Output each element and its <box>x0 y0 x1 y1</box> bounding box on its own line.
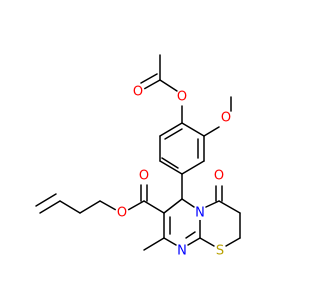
bond-ar4-ar5 <box>181 122 205 137</box>
atom-s-thioether: S <box>213 244 227 259</box>
atom-n-imine: N <box>175 244 189 259</box>
bond-c2-s1 <box>225 237 241 247</box>
atom-o-ester: O <box>115 206 129 221</box>
atom-o-carbonyl-ester: O <box>137 169 151 184</box>
bond-allyl-chain <box>59 200 81 214</box>
bond-allyl-ch2 <box>79 200 101 214</box>
atom-n-bridgehead: N <box>193 206 207 221</box>
atom-o-acetoxy-label: O <box>177 90 187 105</box>
bond-n5-c4 <box>205 200 220 208</box>
atom-o-ring-carbonyl-label: O <box>214 169 224 184</box>
bond-c6-n5 <box>181 198 195 208</box>
bond-c9a-n9 <box>187 237 201 246</box>
bond-ar1-ar2-double <box>161 157 179 169</box>
bond-c4-c3 <box>218 200 241 214</box>
atom-n-bridgehead-label: N <box>195 206 205 221</box>
atom-o-carbonyl-ester-label: O <box>139 169 149 184</box>
bond-c9a-n9-double <box>185 231 196 239</box>
bond-ester-c-ring-c7 <box>143 200 165 214</box>
bond-acetyl-c-double-o <box>143 79 161 90</box>
bond-ar5-o-methoxy <box>203 126 220 137</box>
atom-n-imine-label: N <box>177 244 187 259</box>
bond-ar3-ar4-double <box>164 128 183 140</box>
atom-o-ester-label: O <box>117 206 127 221</box>
bond-c7-c6 <box>163 198 183 214</box>
bond-layer <box>35 54 241 251</box>
bond-s1-c9a <box>199 237 215 247</box>
bond-n9-c8 <box>163 237 177 246</box>
atom-o-ring-carbonyl: O <box>212 169 226 184</box>
atom-layer: O O N N O S O O <box>115 85 233 259</box>
atom-o-acetyl-carbonyl-label: O <box>133 85 143 100</box>
bond-ar6-ar1 <box>181 160 205 175</box>
bond-acetyl-c-double-o-2 <box>140 73 158 84</box>
atom-o-acetoxy: O <box>175 90 189 105</box>
bond-o-ester-carbonyl-c <box>127 200 145 211</box>
bond-ch2-o-ester <box>99 200 117 211</box>
atom-s-thioether-label: S <box>216 244 224 259</box>
bond-o-acetoxy-c <box>159 79 178 92</box>
bond-allyl-vinyl <box>39 200 61 214</box>
bond-ar1-ar2 <box>159 160 183 175</box>
bond-c8-methyl <box>143 237 165 251</box>
bond-ar3-ar4 <box>159 122 183 137</box>
molecule-diagram: O O N N O S O O <box>35 54 241 259</box>
atom-o-methoxy: O <box>219 111 233 126</box>
bond-allyl-vinyl-double <box>35 193 57 207</box>
atom-o-methoxy-label: O <box>221 111 231 126</box>
atom-o-acetyl-carbonyl: O <box>131 85 145 100</box>
